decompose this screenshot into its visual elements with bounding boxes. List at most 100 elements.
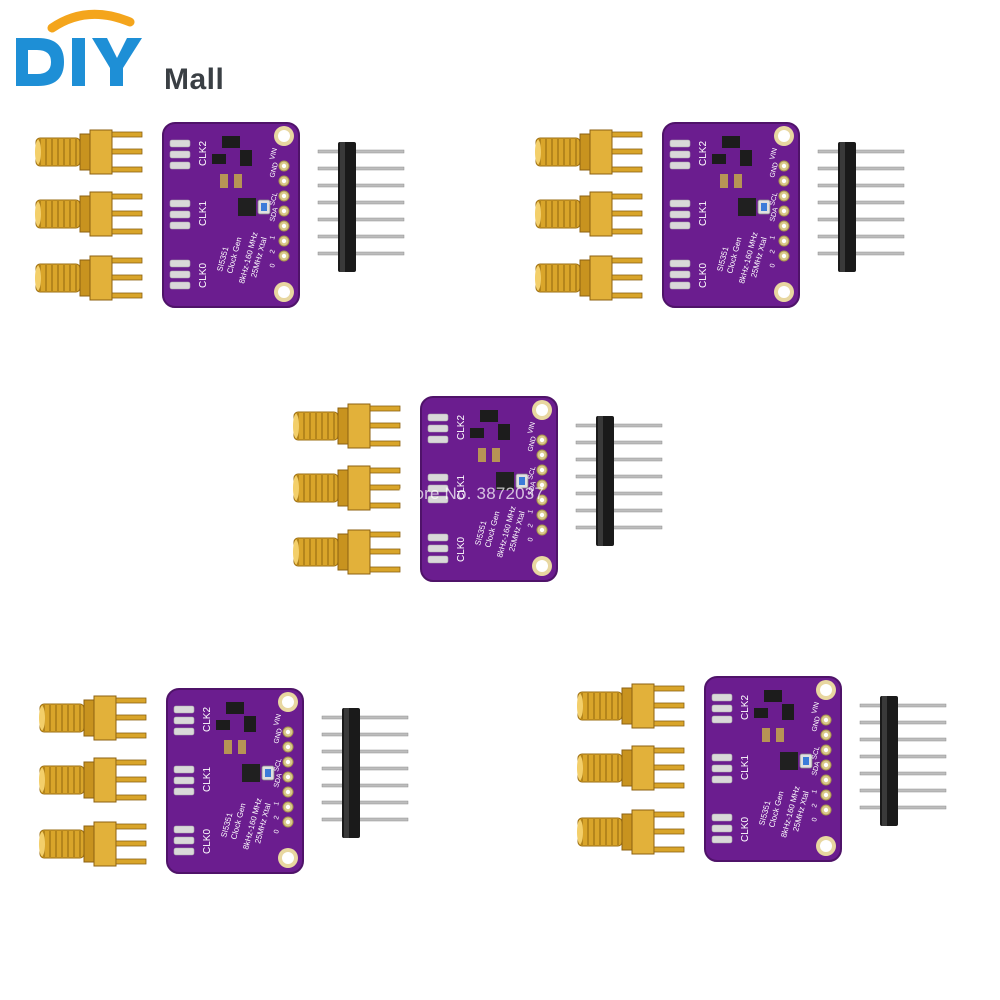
sma-connector [534,252,644,304]
pin-label-scl: SCL [769,191,779,206]
pin-label-2: 2 [769,249,777,255]
pin-header [320,708,410,838]
clk0-label: CLK0 [202,829,213,854]
clk1-label: CLK1 [198,201,209,226]
pin-label-2: 2 [273,815,281,821]
pin-label-scl: SCL [273,757,283,772]
pin-label-2: 2 [811,803,819,809]
sma-connector-icon [535,255,643,301]
pin-label-scl: SCL [269,191,279,206]
sma-connector-icon [293,465,401,511]
pin-header [858,696,948,826]
clk2-label: CLK2 [202,707,213,732]
logo-mall-text: Mall [164,63,225,96]
pin-label-0: 0 [269,263,277,269]
sma-connector [38,692,148,744]
pin-label-scl: SCL [811,745,821,760]
pin-label-sda: SDA [811,760,822,776]
pin-label-0: 0 [527,537,535,543]
store-watermark: Store No. 3872037 [398,484,545,503]
sma-connector-icon [35,255,143,301]
sma-connector [292,400,402,452]
sma-connector [292,526,402,578]
pin-label-vin: VIN [527,421,537,434]
sma-connector [534,188,644,240]
pin-label-1: 1 [811,789,819,795]
sma-connector-icon [577,683,685,729]
pin-label-0: 0 [769,263,777,269]
sma-connector [38,818,148,870]
pin-label-sda: SDA [769,206,780,222]
sma-connector-group [534,122,644,312]
sma-connector-icon [293,529,401,575]
pin-label-gnd: GND [527,436,538,453]
sma-connector [34,188,144,240]
sma-connector [576,742,686,794]
pin-header [316,142,406,272]
sma-connector [38,754,148,806]
sma-connector-icon [535,129,643,175]
pin-label-1: 1 [527,509,535,515]
pin-header-icon [321,708,409,838]
sma-connector [534,126,644,178]
sma-connector [34,252,144,304]
sma-connector-icon [39,757,147,803]
sma-connector [292,462,402,514]
pin-label-2: 2 [269,249,277,255]
sma-connector-icon [577,809,685,855]
pin-label-gnd: GND [269,162,280,179]
clk2-label: CLK2 [198,141,209,166]
clk1-label: CLK1 [202,767,213,792]
sma-connector-icon [577,745,685,791]
clk1-label: CLK1 [698,201,709,226]
pin-label-2: 2 [527,523,535,529]
clk0-label: CLK0 [456,537,467,562]
clk0-label: CLK0 [740,817,751,842]
pin-label-vin: VIN [269,147,279,160]
sma-connector-icon [35,191,143,237]
sma-connector-icon [293,403,401,449]
diymall-logo: Mall [12,8,252,98]
pin-header-icon [575,416,663,546]
sma-connector-group [34,122,144,312]
pin-label-0: 0 [273,829,281,835]
sma-connector-group [292,396,402,586]
sma-connector-group [38,688,148,878]
pin-label-1: 1 [769,235,777,241]
clk2-label: CLK2 [698,141,709,166]
pin-header-icon [817,142,905,272]
pin-label-1: 1 [273,801,281,807]
pin-header-icon [317,142,405,272]
diy-logo-mark-icon [16,9,142,86]
pin-label-gnd: GND [273,728,284,745]
sma-connector-icon [39,821,147,867]
pin-label-scl: SCL [527,465,537,480]
pin-label-sda: SDA [527,480,538,496]
pin-label-vin: VIN [273,713,283,726]
pin-label-sda: SDA [269,206,280,222]
sma-connector-icon [35,129,143,175]
pin-header-icon [859,696,947,826]
sma-connector [34,126,144,178]
clk2-label: CLK2 [456,415,467,440]
sma-connector-icon [39,695,147,741]
clk0-label: CLK0 [698,263,709,288]
sma-connector [576,680,686,732]
clk1-label: CLK1 [456,475,467,500]
pin-label-1: 1 [269,235,277,241]
sma-connector-group [576,676,686,866]
